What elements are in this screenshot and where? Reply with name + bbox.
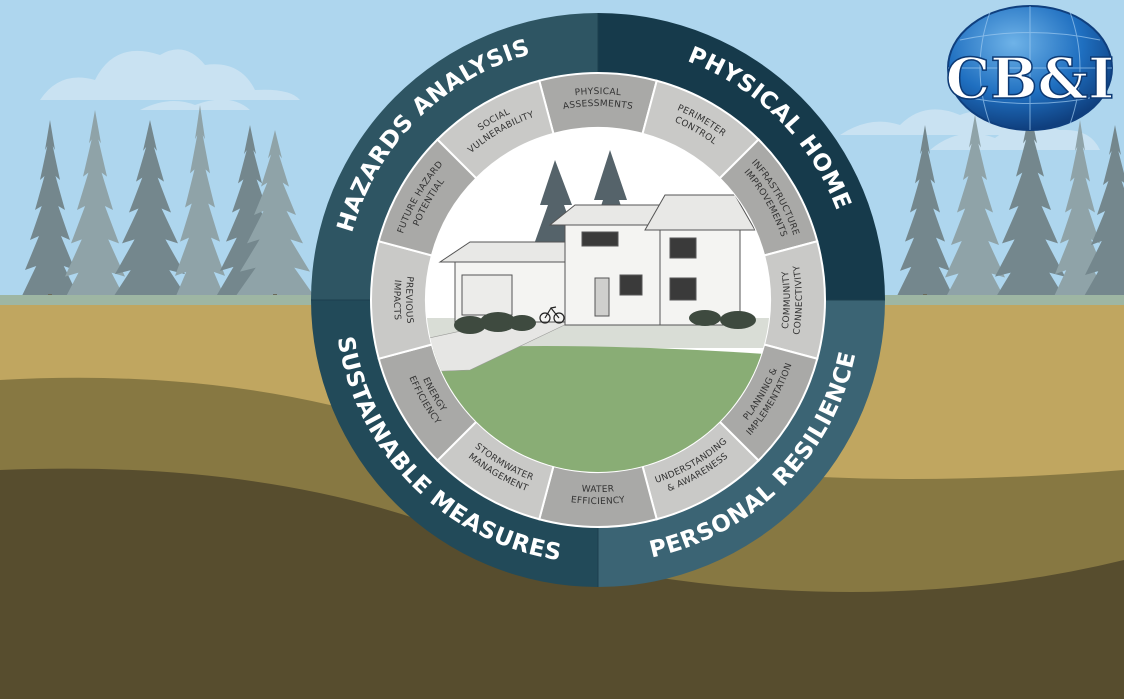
quadrant-physical-home <box>598 13 885 300</box>
segment-water-efficiency <box>538 464 658 528</box>
company-logo: CB&I <box>945 5 1115 131</box>
cloud <box>40 49 300 100</box>
segment-label-community-connectivity: COMMUNITY <box>781 270 793 330</box>
quadrant-hazards-analysis <box>311 13 598 300</box>
logo-text: CB&I <box>946 46 1115 112</box>
segment-label-previous-impacts: PREVIOUS <box>403 276 414 325</box>
segment-label-previous-impacts: IMPACTS <box>391 279 402 320</box>
pine-tree <box>233 130 317 300</box>
pine-tree <box>108 120 192 305</box>
segment-label-water-efficiency: WATER <box>581 484 614 495</box>
cloud <box>140 99 250 110</box>
bicycle-icon <box>539 306 565 324</box>
segment-label-physical-assessments: ASSESSMENTS <box>562 99 633 112</box>
globe-gridlines <box>948 6 1112 130</box>
segment-label-physical-assessments: PHYSICAL <box>574 87 621 98</box>
segment-label-community-connectivity: CONNECTIVITY <box>792 264 805 335</box>
house-body <box>438 194 756 326</box>
pine-tree <box>895 125 955 300</box>
segment-community-connectivity <box>762 240 826 360</box>
pine-tree <box>988 110 1072 310</box>
tree-line-left <box>20 105 317 314</box>
segment-label-water-efficiency: EFFICIENCY <box>570 495 626 507</box>
segment-previous-impacts <box>370 240 434 360</box>
pine-tree <box>170 105 230 310</box>
shrubs <box>454 310 756 334</box>
pine-tree <box>939 115 1011 310</box>
tree-line-right <box>895 110 1124 314</box>
quadrant-sustainable-measures <box>311 300 598 587</box>
pine-tree <box>20 120 80 300</box>
pine-tree <box>1079 125 1124 305</box>
pine-tree <box>59 110 131 310</box>
quadrant-personal-resilience <box>598 300 885 587</box>
